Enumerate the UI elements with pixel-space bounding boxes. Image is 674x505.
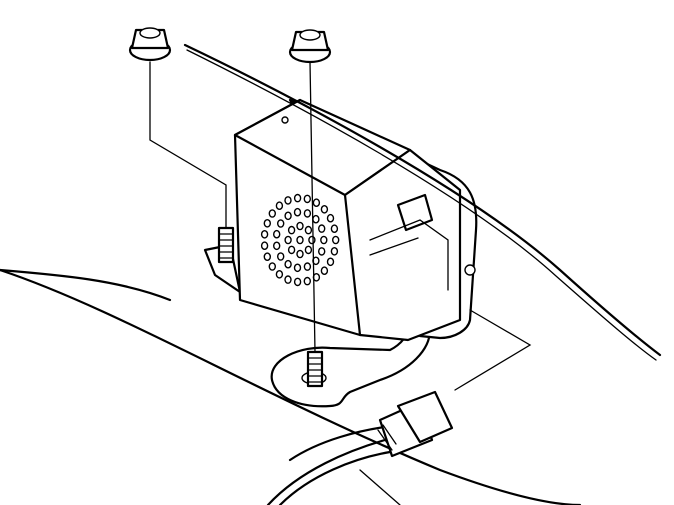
housing-rivet (464, 264, 476, 276)
grille-hole (293, 277, 302, 287)
leader-line-connector (454, 309, 532, 391)
grille-hole (293, 263, 302, 273)
grille-hole (303, 276, 311, 286)
grille-hole (312, 198, 321, 207)
grille-hole (284, 235, 292, 245)
leader-line-left (149, 61, 227, 229)
grille-hole (330, 224, 339, 233)
grille-hole (326, 257, 335, 267)
lead-wire (183, 43, 662, 357)
grille-hole (260, 241, 269, 250)
grille-hole (273, 241, 281, 251)
housing-rivet-top (281, 116, 289, 124)
electrical-connector (377, 390, 454, 458)
grille-hole (296, 221, 304, 231)
sounder-housing (233, 98, 478, 342)
grille-hole (312, 214, 320, 224)
grille-hole (268, 262, 276, 271)
grille-hole (318, 224, 326, 233)
grille-hole (318, 247, 326, 256)
grille-hole (330, 246, 339, 256)
grille-hole (284, 259, 292, 269)
grille-hole (277, 219, 285, 228)
grille-hole (277, 252, 285, 261)
mounting-stud-front (306, 350, 324, 388)
grille-hole (320, 266, 329, 276)
grille-hole (303, 194, 311, 204)
grille-hole (296, 249, 304, 259)
grille-hole (303, 209, 312, 218)
grille-hole (287, 225, 296, 235)
grille-hole (320, 235, 328, 245)
wiring-harness (266, 424, 401, 505)
grille-hole (268, 209, 276, 218)
body-panel (0, 268, 582, 505)
speaker-grille (260, 193, 340, 287)
grille-hole (273, 229, 281, 239)
leader-line-front (309, 61, 316, 353)
mounting-stud-left (217, 226, 235, 264)
grille-hole (293, 207, 302, 217)
grille-hole (284, 275, 292, 284)
grille-hole (304, 225, 313, 235)
grille-hole (284, 196, 292, 205)
grille-hole (284, 211, 292, 221)
grille-hole (263, 218, 271, 228)
grille-hole (320, 204, 329, 214)
grille-hole (326, 213, 335, 223)
grille-hole (260, 229, 269, 239)
grille-hole (303, 262, 312, 271)
flange-nut-right (288, 29, 332, 64)
grille-hole (308, 235, 316, 245)
connector-socket (396, 193, 434, 232)
grille-hole (293, 193, 302, 203)
flange-nut-left (128, 27, 172, 62)
grille-hole (296, 235, 304, 245)
grille-hole (275, 201, 284, 210)
grille-hole (287, 245, 296, 255)
grille-hole (332, 235, 340, 245)
grille-hole (275, 269, 284, 279)
grille-hole (263, 252, 271, 262)
grille-hole (304, 245, 313, 255)
